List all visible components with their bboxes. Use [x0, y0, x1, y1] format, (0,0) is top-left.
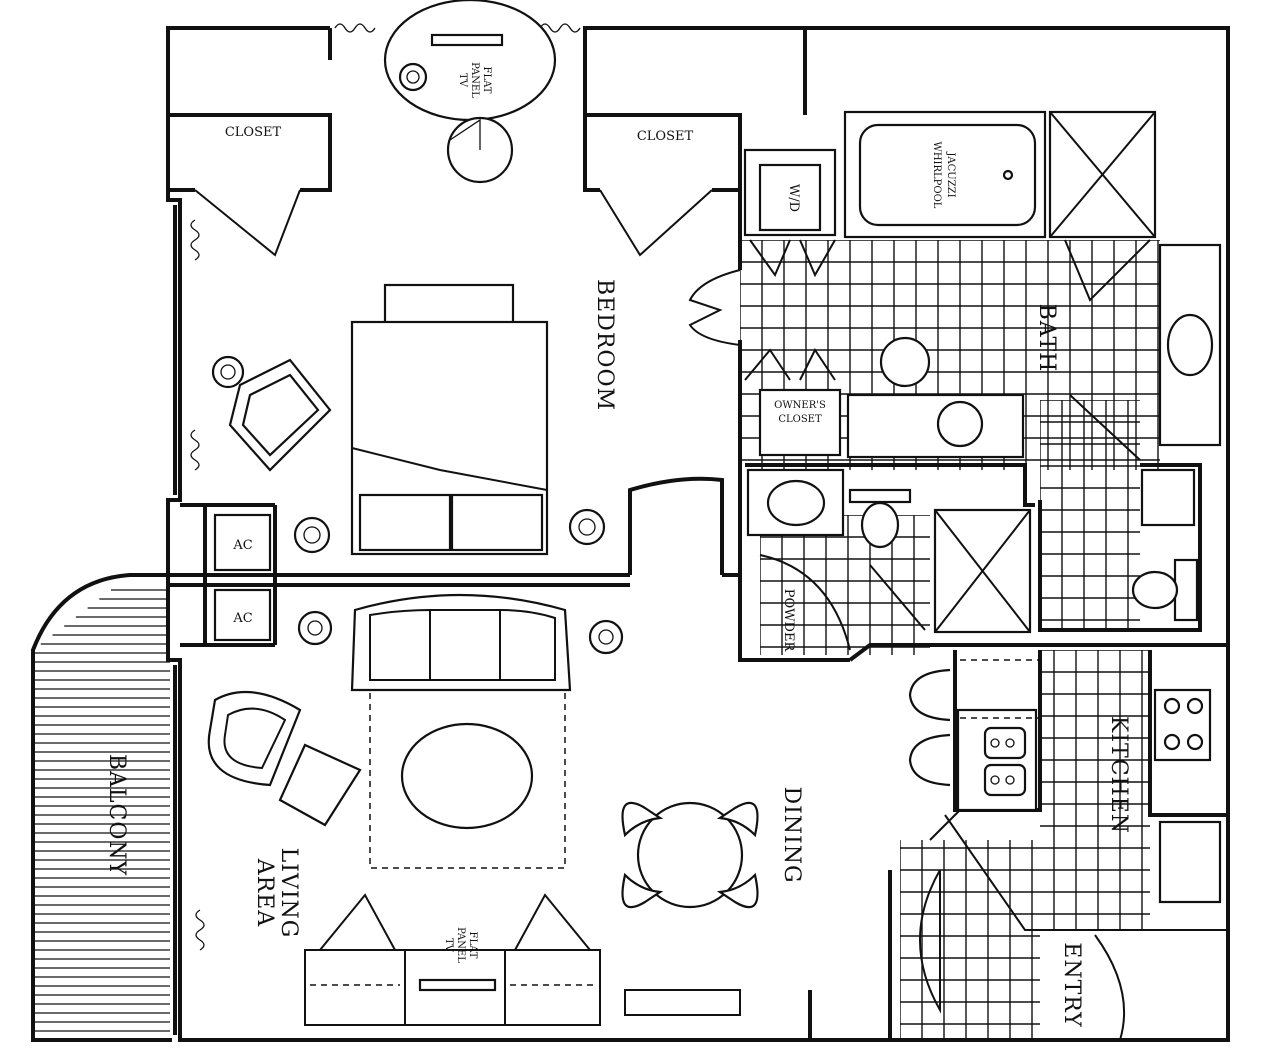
balcony-slats [33, 589, 170, 1032]
dining-label: DINING [779, 786, 804, 883]
bedroom-tv-label-3: TV [457, 73, 468, 88]
living-tv-label-1: FLAT [467, 932, 478, 959]
living-label: LIVING [276, 848, 301, 939]
entry-label: ENTRY [1059, 942, 1084, 1027]
bedroom-furniture [211, 0, 606, 642]
interior-walls [168, 28, 1228, 1040]
balcony [31, 573, 172, 1042]
exterior-walls [166, 23, 1230, 1042]
bedroom-tv-label-2: PANEL [469, 62, 480, 98]
balcony-label: BALCONY [104, 754, 129, 876]
bath-tile-floor-2 [1040, 400, 1140, 630]
whirlpool-label: WHIRLPOOL [931, 142, 942, 209]
bath-fixtures [688, 110, 1222, 651]
living-tv-label-3: TV [443, 938, 454, 953]
fixture-labels: CLOSET CLOSET W/D JACUZZI WHIRLPOOL OWNE… [225, 62, 956, 963]
bedroom-tv-label-1: FLAT [481, 67, 492, 94]
ac-lower-label: AC [232, 611, 252, 626]
kitchen-fixtures [908, 659, 1222, 1041]
area-label: AREA [252, 858, 277, 928]
ac-upper-label: AC [232, 538, 252, 553]
jacuzzi-label: JACUZZI [945, 151, 956, 197]
living-tv-label-2: PANEL [455, 927, 466, 963]
living-furniture [207, 593, 759, 992]
room-labels: BEDROOM BATH POWDER KITCHEN DINING LIVIN… [104, 279, 1131, 1028]
owners-closet-label-1: OWNER'S [774, 400, 826, 411]
closet-right-label: CLOSET [637, 129, 694, 144]
powder-tile-floor [760, 515, 930, 655]
kitchen-label: KITCHEN [1106, 716, 1131, 834]
bedroom-label: BEDROOM [592, 279, 617, 411]
closet-left-label: CLOSET [225, 125, 282, 140]
powder-label: POWDER [781, 589, 796, 653]
owners-closet-label-2: CLOSET [778, 414, 822, 425]
bath-label: BATH [1034, 304, 1059, 373]
washer-dryer-label: W/D [786, 184, 801, 212]
